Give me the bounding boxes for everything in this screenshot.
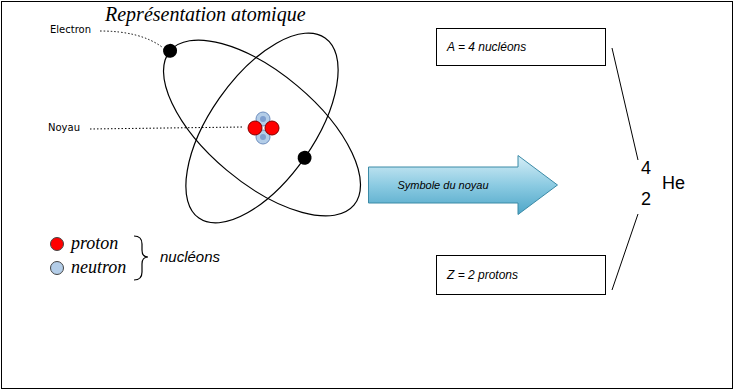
orbit-ellipse bbox=[135, 9, 390, 248]
arrow-text-area: Symbole du noyau bbox=[368, 167, 518, 203]
part-label: Electron bbox=[50, 24, 91, 35]
info-box: A = 4 nucléons bbox=[436, 28, 606, 66]
legend-swatch bbox=[50, 261, 64, 275]
legend-item: proton bbox=[50, 233, 118, 254]
leader-line bbox=[90, 127, 243, 129]
diagram-title: Représentation atomique bbox=[105, 3, 306, 26]
mass-number: 4 bbox=[641, 158, 651, 179]
nucleus bbox=[248, 112, 279, 144]
legend-item: neutron bbox=[50, 257, 126, 278]
box-label: A = 4 nucléons bbox=[447, 40, 526, 54]
orbit bbox=[129, 4, 389, 247]
leader-line bbox=[612, 48, 638, 160]
leader-line bbox=[100, 31, 162, 47]
electron-dot bbox=[160, 41, 180, 61]
info-box: Z = 2 protons bbox=[436, 255, 606, 295]
brace bbox=[134, 236, 148, 280]
arrow-outline-path bbox=[369, 156, 558, 215]
element-symbol: He bbox=[662, 173, 685, 194]
part-label: Noyau bbox=[48, 122, 80, 133]
arrow-label: Symbole du noyau bbox=[397, 179, 488, 191]
legend-label: proton bbox=[71, 233, 118, 254]
legend-label: neutron bbox=[71, 257, 126, 278]
atomic-number: 2 bbox=[641, 189, 651, 210]
legend-swatch bbox=[50, 237, 64, 251]
proton-dot bbox=[248, 121, 262, 135]
neutron-core bbox=[260, 134, 266, 140]
orbit bbox=[156, 8, 373, 252]
neutron-core bbox=[260, 116, 266, 122]
leader-line bbox=[612, 214, 638, 290]
proton-dot bbox=[265, 121, 279, 135]
arrow-shape: Symbole du noyau bbox=[368, 155, 558, 215]
group-label: nucléons bbox=[160, 248, 220, 265]
box-label: Z = 2 protons bbox=[447, 268, 518, 282]
electron-dot bbox=[295, 148, 314, 167]
